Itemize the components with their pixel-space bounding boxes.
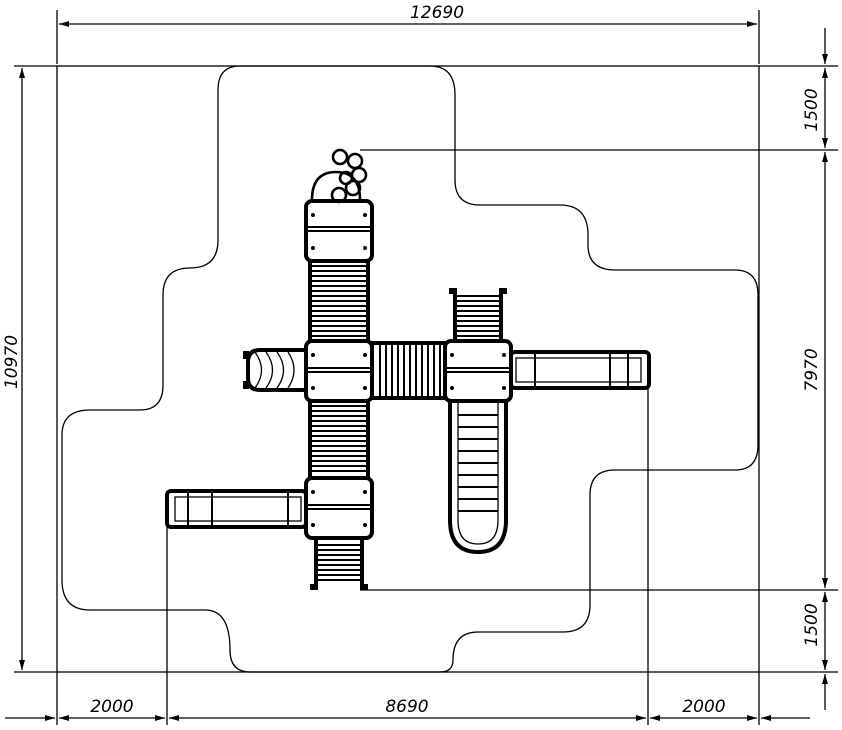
ladder-bottom: [310, 538, 368, 590]
tube-slide-left: [165, 489, 308, 529]
overhead-rings: [310, 148, 368, 204]
dim-safety-top: 1500: [802, 88, 822, 131]
dim-structure-height: 7970: [802, 348, 822, 391]
dim-overall-width: 12690: [410, 3, 464, 23]
tower-right: [443, 339, 513, 403]
tube-slide-right: [509, 350, 651, 390]
dim-overall-height: 10970: [2, 335, 22, 389]
long-slide: [448, 401, 508, 555]
dim-safety-bottom: 1500: [802, 603, 822, 646]
tower-middle: [304, 339, 374, 403]
ladder-top: [449, 288, 507, 341]
safety-zone-outline: [61, 65, 759, 673]
dim-structure-width: 8690: [385, 697, 428, 717]
wavy-slide-left: [243, 348, 306, 392]
dim-safety-left: 2000: [90, 697, 133, 717]
climbing-net-lower: [308, 399, 370, 480]
bridge: [370, 341, 447, 400]
tower-lower: [304, 476, 374, 540]
dim-safety-right: 2000: [682, 697, 725, 717]
climbing-net-upper: [308, 259, 370, 343]
tower-upper: [304, 199, 374, 263]
outer-boundary: [56, 65, 760, 673]
